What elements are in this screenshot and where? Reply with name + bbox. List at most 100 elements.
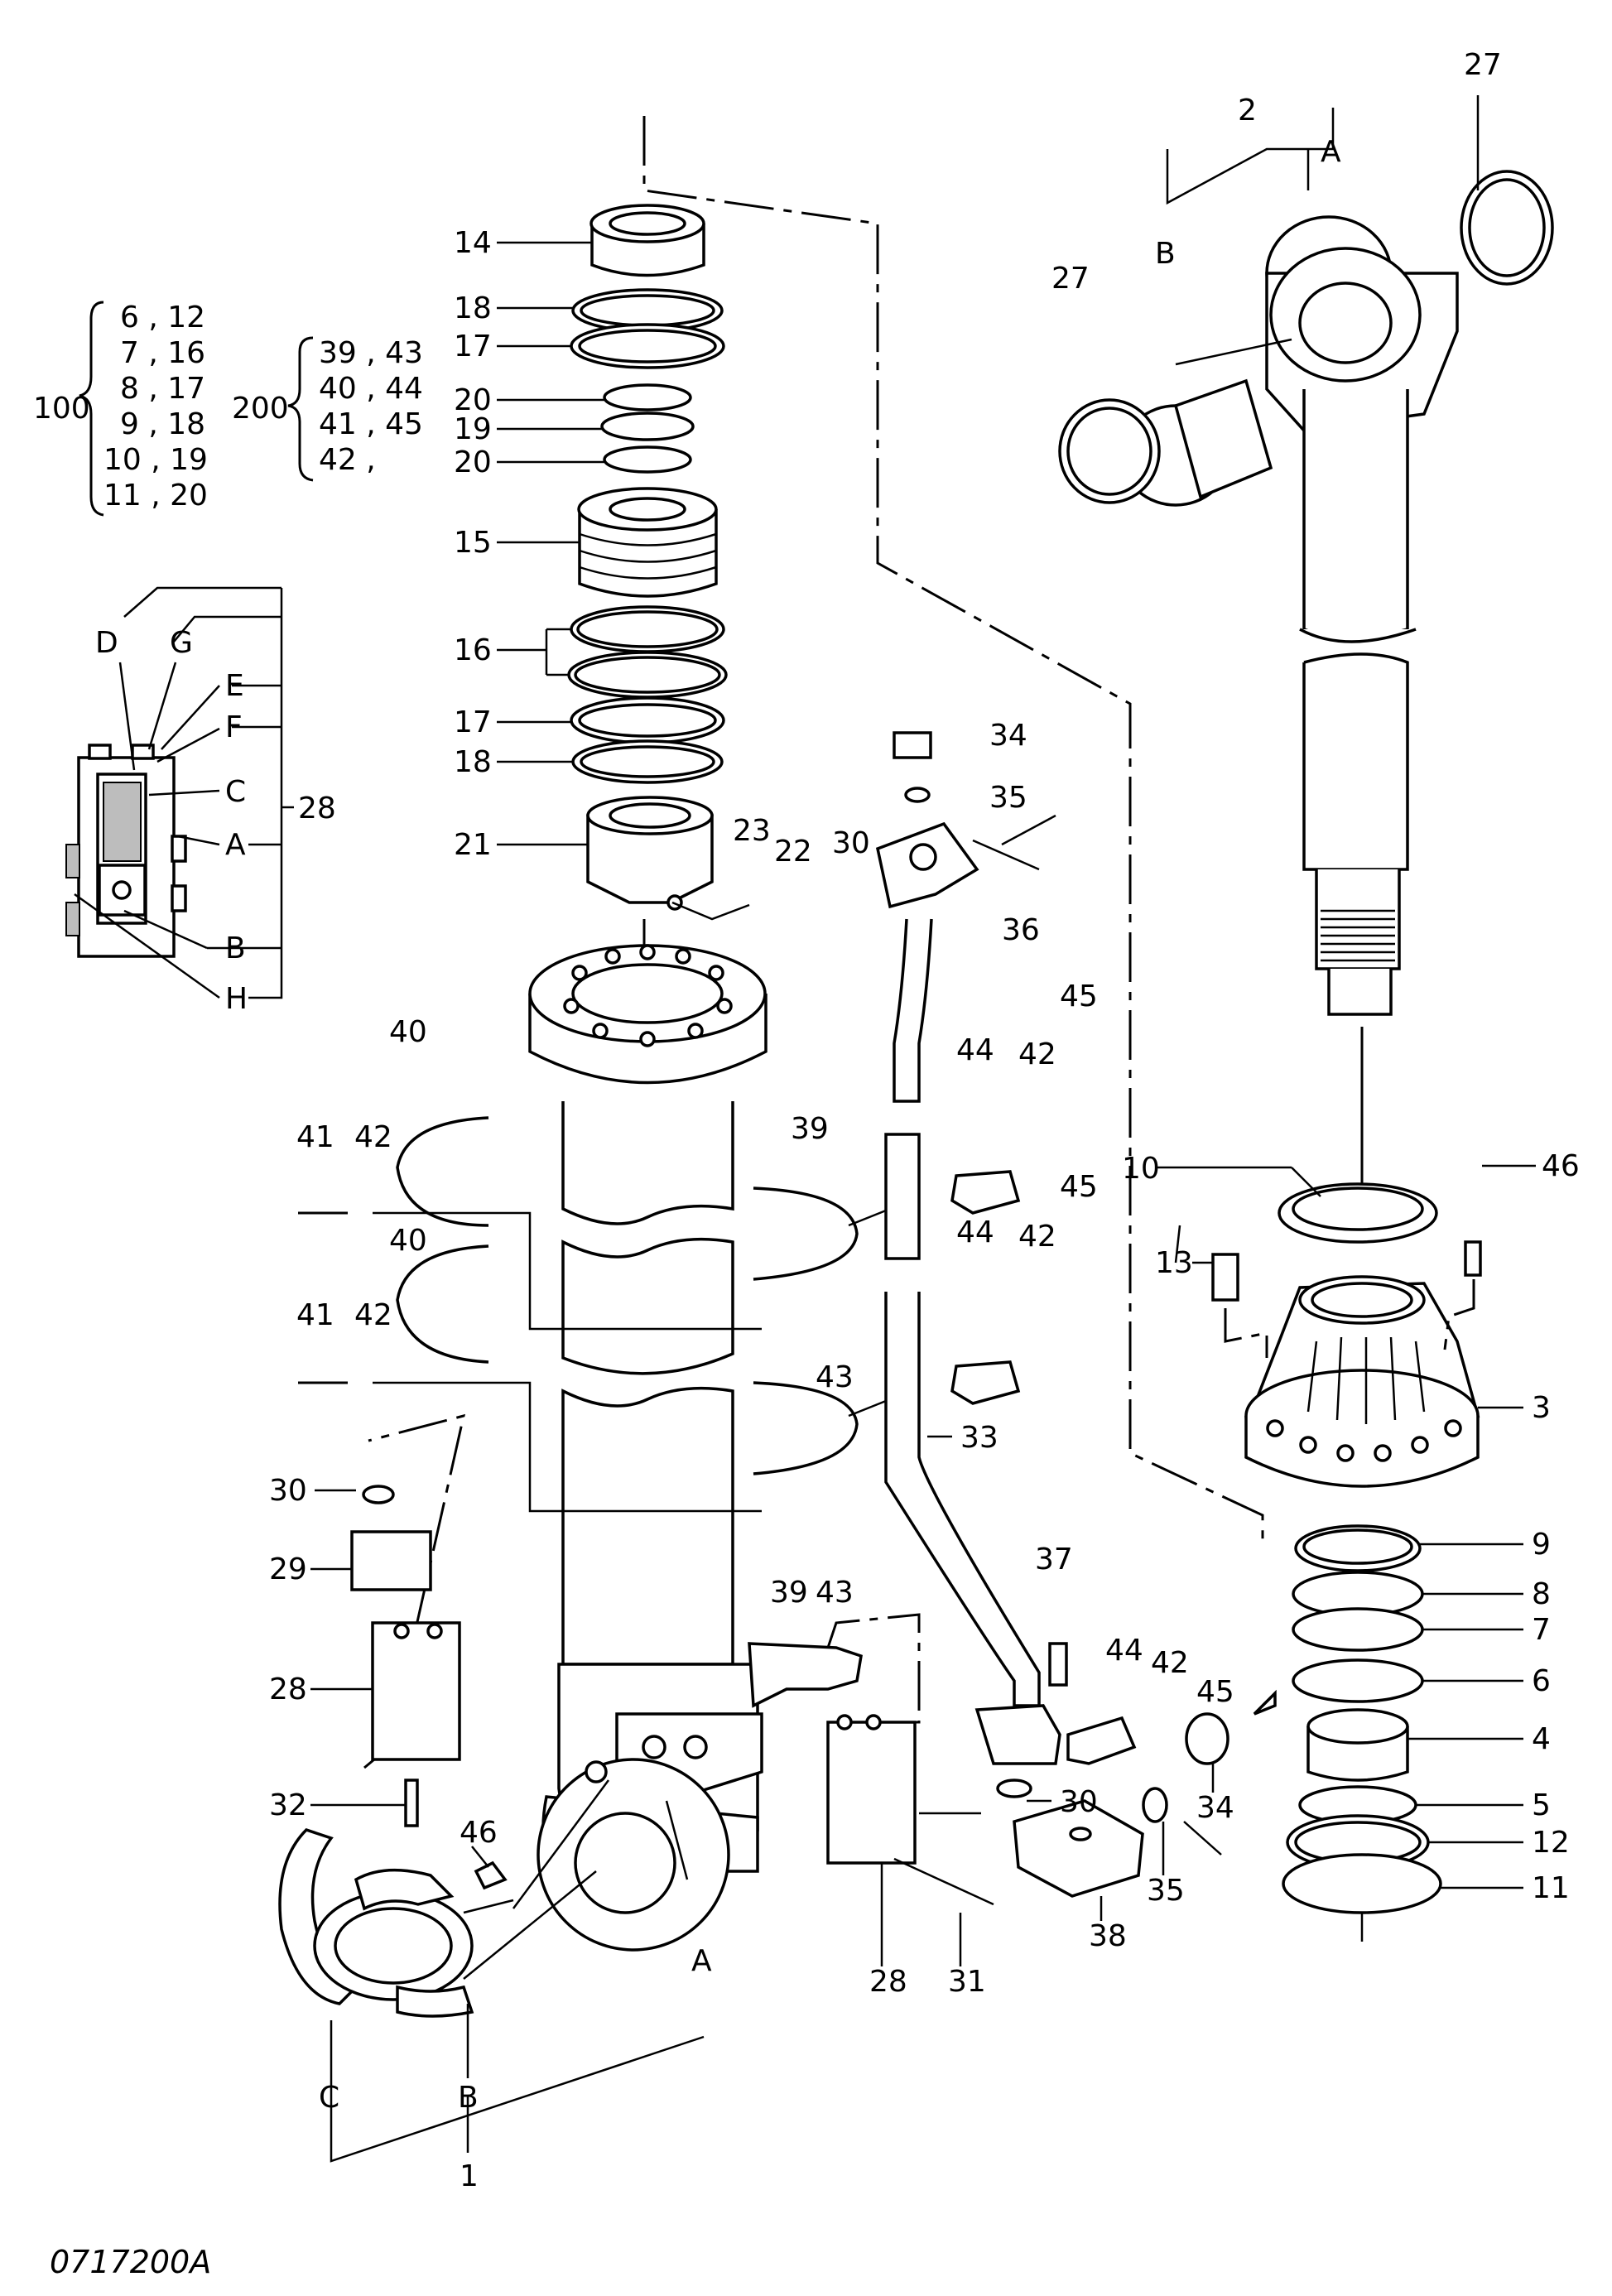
- callout-15: 15: [454, 526, 492, 560]
- callout-13: 13: [1155, 1246, 1193, 1280]
- kit-100-row: 11 , 20: [103, 479, 208, 513]
- inset-letter-c: C: [225, 775, 246, 809]
- callout-18: 18: [454, 291, 492, 325]
- assembly-center-line: [642, 116, 1264, 1540]
- callout-39: 39: [791, 1112, 829, 1146]
- callout-9: 9: [1532, 1528, 1551, 1562]
- callout-8: 8: [1532, 1577, 1551, 1611]
- callout-1: 1: [460, 2159, 479, 2193]
- callout-23: 23: [733, 814, 771, 848]
- callout-42: 42: [1018, 1037, 1056, 1071]
- seal-stack: [567, 204, 750, 1027]
- callout-7: 7: [1532, 1613, 1551, 1647]
- callout-12: 12: [1532, 1826, 1570, 1860]
- callout-17: 17: [454, 705, 492, 739]
- callout-3: 3: [1532, 1391, 1551, 1425]
- kit-100-row: 8 , 17: [120, 372, 205, 406]
- callout-41: 41: [296, 1120, 334, 1154]
- kit-200-brace: [287, 336, 314, 482]
- inset-28-section: [65, 586, 294, 999]
- callout-leaders-left: [497, 241, 604, 846]
- callout-33: 33: [960, 1421, 998, 1455]
- callout-30: 30: [832, 826, 870, 860]
- inset-letter-a: A: [225, 828, 246, 862]
- kit-200-row: 42 ,: [319, 443, 376, 477]
- callout-30: 30: [1060, 1785, 1098, 1819]
- callout-17: 17: [454, 330, 492, 363]
- callout-43: 43: [816, 1360, 854, 1394]
- callout-5: 5: [1532, 1788, 1551, 1822]
- callout-43: 43: [816, 1576, 854, 1610]
- callout-34: 34: [1196, 1791, 1234, 1825]
- callout-46: 46: [460, 1816, 498, 1850]
- callout-39: 39: [770, 1576, 808, 1610]
- callout-42: 42: [1151, 1646, 1189, 1680]
- callout-1-b: B: [458, 2081, 479, 2115]
- callout-27: 27: [1051, 262, 1090, 296]
- kit-100-row: 9 , 18: [120, 407, 205, 441]
- callout-32: 32: [269, 1788, 307, 1822]
- callout-27: 27: [1464, 48, 1502, 82]
- callout-20: 20: [454, 445, 492, 479]
- callout-10: 10: [1122, 1152, 1160, 1186]
- pipe-33: [875, 731, 1068, 1765]
- callout-2-b: B: [1155, 237, 1176, 271]
- drawing-code: 0717200A: [50, 2244, 211, 2280]
- gland-and-rings: [1211, 1182, 1482, 1942]
- callout-30: 30: [269, 1474, 307, 1508]
- callout-16: 16: [454, 633, 492, 667]
- kit-100-row: 7 , 16: [120, 336, 205, 370]
- inset-28-number: 28: [298, 792, 336, 826]
- kit-100-brace: [79, 301, 104, 517]
- callout-28: 28: [869, 1965, 907, 1999]
- rod-assembly: [1058, 95, 1554, 1184]
- callout-21: 21: [454, 828, 492, 862]
- clamp-bands: [298, 1116, 912, 1513]
- callout-45: 45: [1060, 980, 1098, 1013]
- callout-29: 29: [269, 1552, 307, 1586]
- callout-42: 42: [1018, 1220, 1056, 1254]
- callout-42: 42: [354, 1298, 392, 1332]
- callout-11: 11: [1532, 1871, 1570, 1905]
- callout-4: 4: [1532, 1722, 1551, 1756]
- callout-44: 44: [956, 1215, 994, 1249]
- callout-22: 22: [774, 835, 812, 869]
- callout-34: 34: [989, 719, 1027, 753]
- kit-200-number: 200: [232, 392, 289, 426]
- callout-19: 19: [454, 412, 492, 446]
- kit-100-row: 6 , 12: [120, 301, 205, 335]
- callout-37: 37: [1035, 1543, 1073, 1576]
- inset-letter-h: H: [225, 982, 248, 1016]
- callout-14: 14: [454, 226, 492, 260]
- callout-45: 45: [1196, 1675, 1234, 1709]
- valve-blocks: [350, 814, 1277, 1914]
- callout-40: 40: [389, 1224, 427, 1258]
- callout-1-c: C: [319, 2081, 339, 2115]
- inset-letter-e: E: [225, 669, 244, 703]
- callout-41: 41: [296, 1298, 334, 1332]
- callout-38: 38: [1089, 1919, 1127, 1953]
- kit-100-number: 100: [33, 392, 90, 426]
- inset-letter-g: G: [170, 626, 193, 660]
- callout-2: 2: [1238, 94, 1257, 128]
- kit-200-row: 41 , 45: [319, 407, 423, 441]
- callout-6: 6: [1532, 1664, 1551, 1698]
- spherical-bearing: [278, 1827, 705, 2163]
- callout-40: 40: [389, 1015, 427, 1049]
- kit-200-row: 40 , 44: [319, 372, 423, 406]
- callout-44: 44: [956, 1033, 994, 1067]
- callout-44: 44: [1105, 1634, 1143, 1668]
- ring-leaders: [1407, 1543, 1523, 1889]
- inset-letter-d: D: [95, 626, 118, 660]
- callout-20: 20: [454, 383, 492, 417]
- callout-35: 35: [989, 781, 1027, 815]
- callout-2-a: A: [1321, 135, 1341, 169]
- cylinder-tube: [463, 944, 863, 1980]
- kit-200-row: 39 , 43: [319, 336, 423, 370]
- kit-100-row: 10 , 19: [103, 443, 208, 477]
- callout-1-a: A: [691, 1944, 712, 1978]
- callout-42: 42: [354, 1120, 392, 1154]
- callout-45: 45: [1060, 1170, 1098, 1204]
